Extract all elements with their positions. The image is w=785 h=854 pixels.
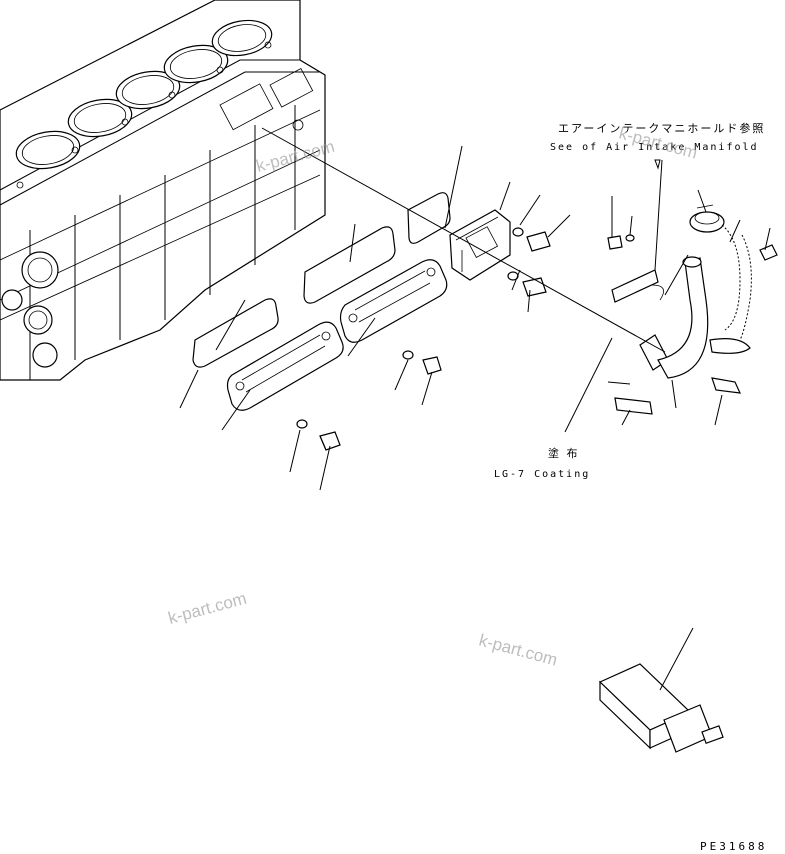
coating-note-jp: 塗 布 — [548, 446, 580, 460]
filler-cap — [689, 204, 725, 233]
gasket-front — [407, 192, 451, 244]
gasket-middle — [303, 226, 396, 304]
oil-filler-tube — [639, 256, 709, 379]
engine-block — [0, 0, 326, 381]
air-intake-note-jp: エアーインテークマニホールド参照 — [558, 121, 765, 135]
tube-clip — [709, 338, 751, 354]
watermark: k-part.com — [166, 589, 248, 628]
dipstick-assembly — [598, 663, 724, 753]
drawing-code: PE31688 — [700, 840, 767, 853]
leader-lines — [179, 127, 771, 691]
side-cover-rear — [226, 321, 344, 411]
watermark: k-part.com — [477, 631, 559, 670]
side-cover-front — [339, 259, 448, 343]
air-intake-note-en: See of Air Intake Manifold — [550, 142, 759, 153]
tube-bracket — [611, 269, 664, 303]
gasket-rear — [192, 298, 279, 368]
cap-chain — [721, 224, 752, 341]
breather-housing — [449, 209, 511, 281]
coating-note-en: LG-7 Coating — [494, 469, 590, 480]
